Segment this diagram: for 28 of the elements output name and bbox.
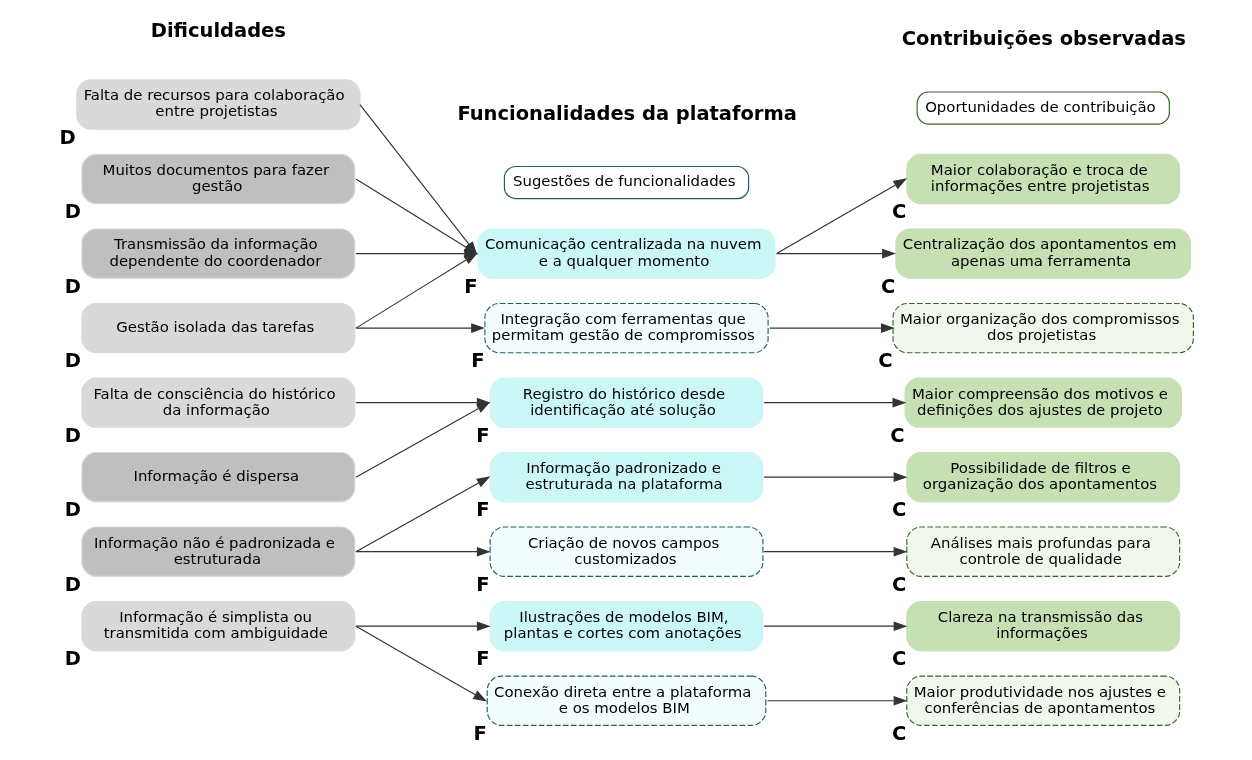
node-label: C [891, 721, 906, 745]
label: Funcionalidades da plataforma [456, 101, 797, 125]
node-label: D [64, 349, 81, 373]
node-label: D [59, 125, 76, 149]
node-label: C [891, 200, 906, 224]
legend-label: Oportunidades de contribuição [924, 97, 1156, 116]
node-label: F [463, 274, 478, 298]
node-label: C [891, 498, 906, 522]
node-label: F [475, 572, 490, 596]
node-label: D [64, 572, 81, 596]
node-label: C [880, 274, 895, 298]
label: Dificuldades [150, 19, 286, 43]
node-label: C [877, 349, 892, 373]
node-label: D [64, 423, 81, 447]
node-label: F [475, 423, 490, 447]
label: Contribuições observadas [901, 27, 1186, 51]
node-label: F [470, 349, 484, 373]
legend-label: Sugestões de funcionalidades [512, 172, 736, 191]
node-label: D [64, 498, 81, 522]
node-label: D [64, 200, 81, 224]
node-label: D [64, 274, 81, 298]
node-label: F [475, 647, 490, 671]
node-label: D [64, 647, 81, 671]
node-label: C [891, 647, 906, 671]
node-label: F [472, 721, 487, 745]
node-label: F [475, 498, 490, 522]
node-label: C [889, 423, 904, 447]
node-label: C [891, 572, 906, 596]
